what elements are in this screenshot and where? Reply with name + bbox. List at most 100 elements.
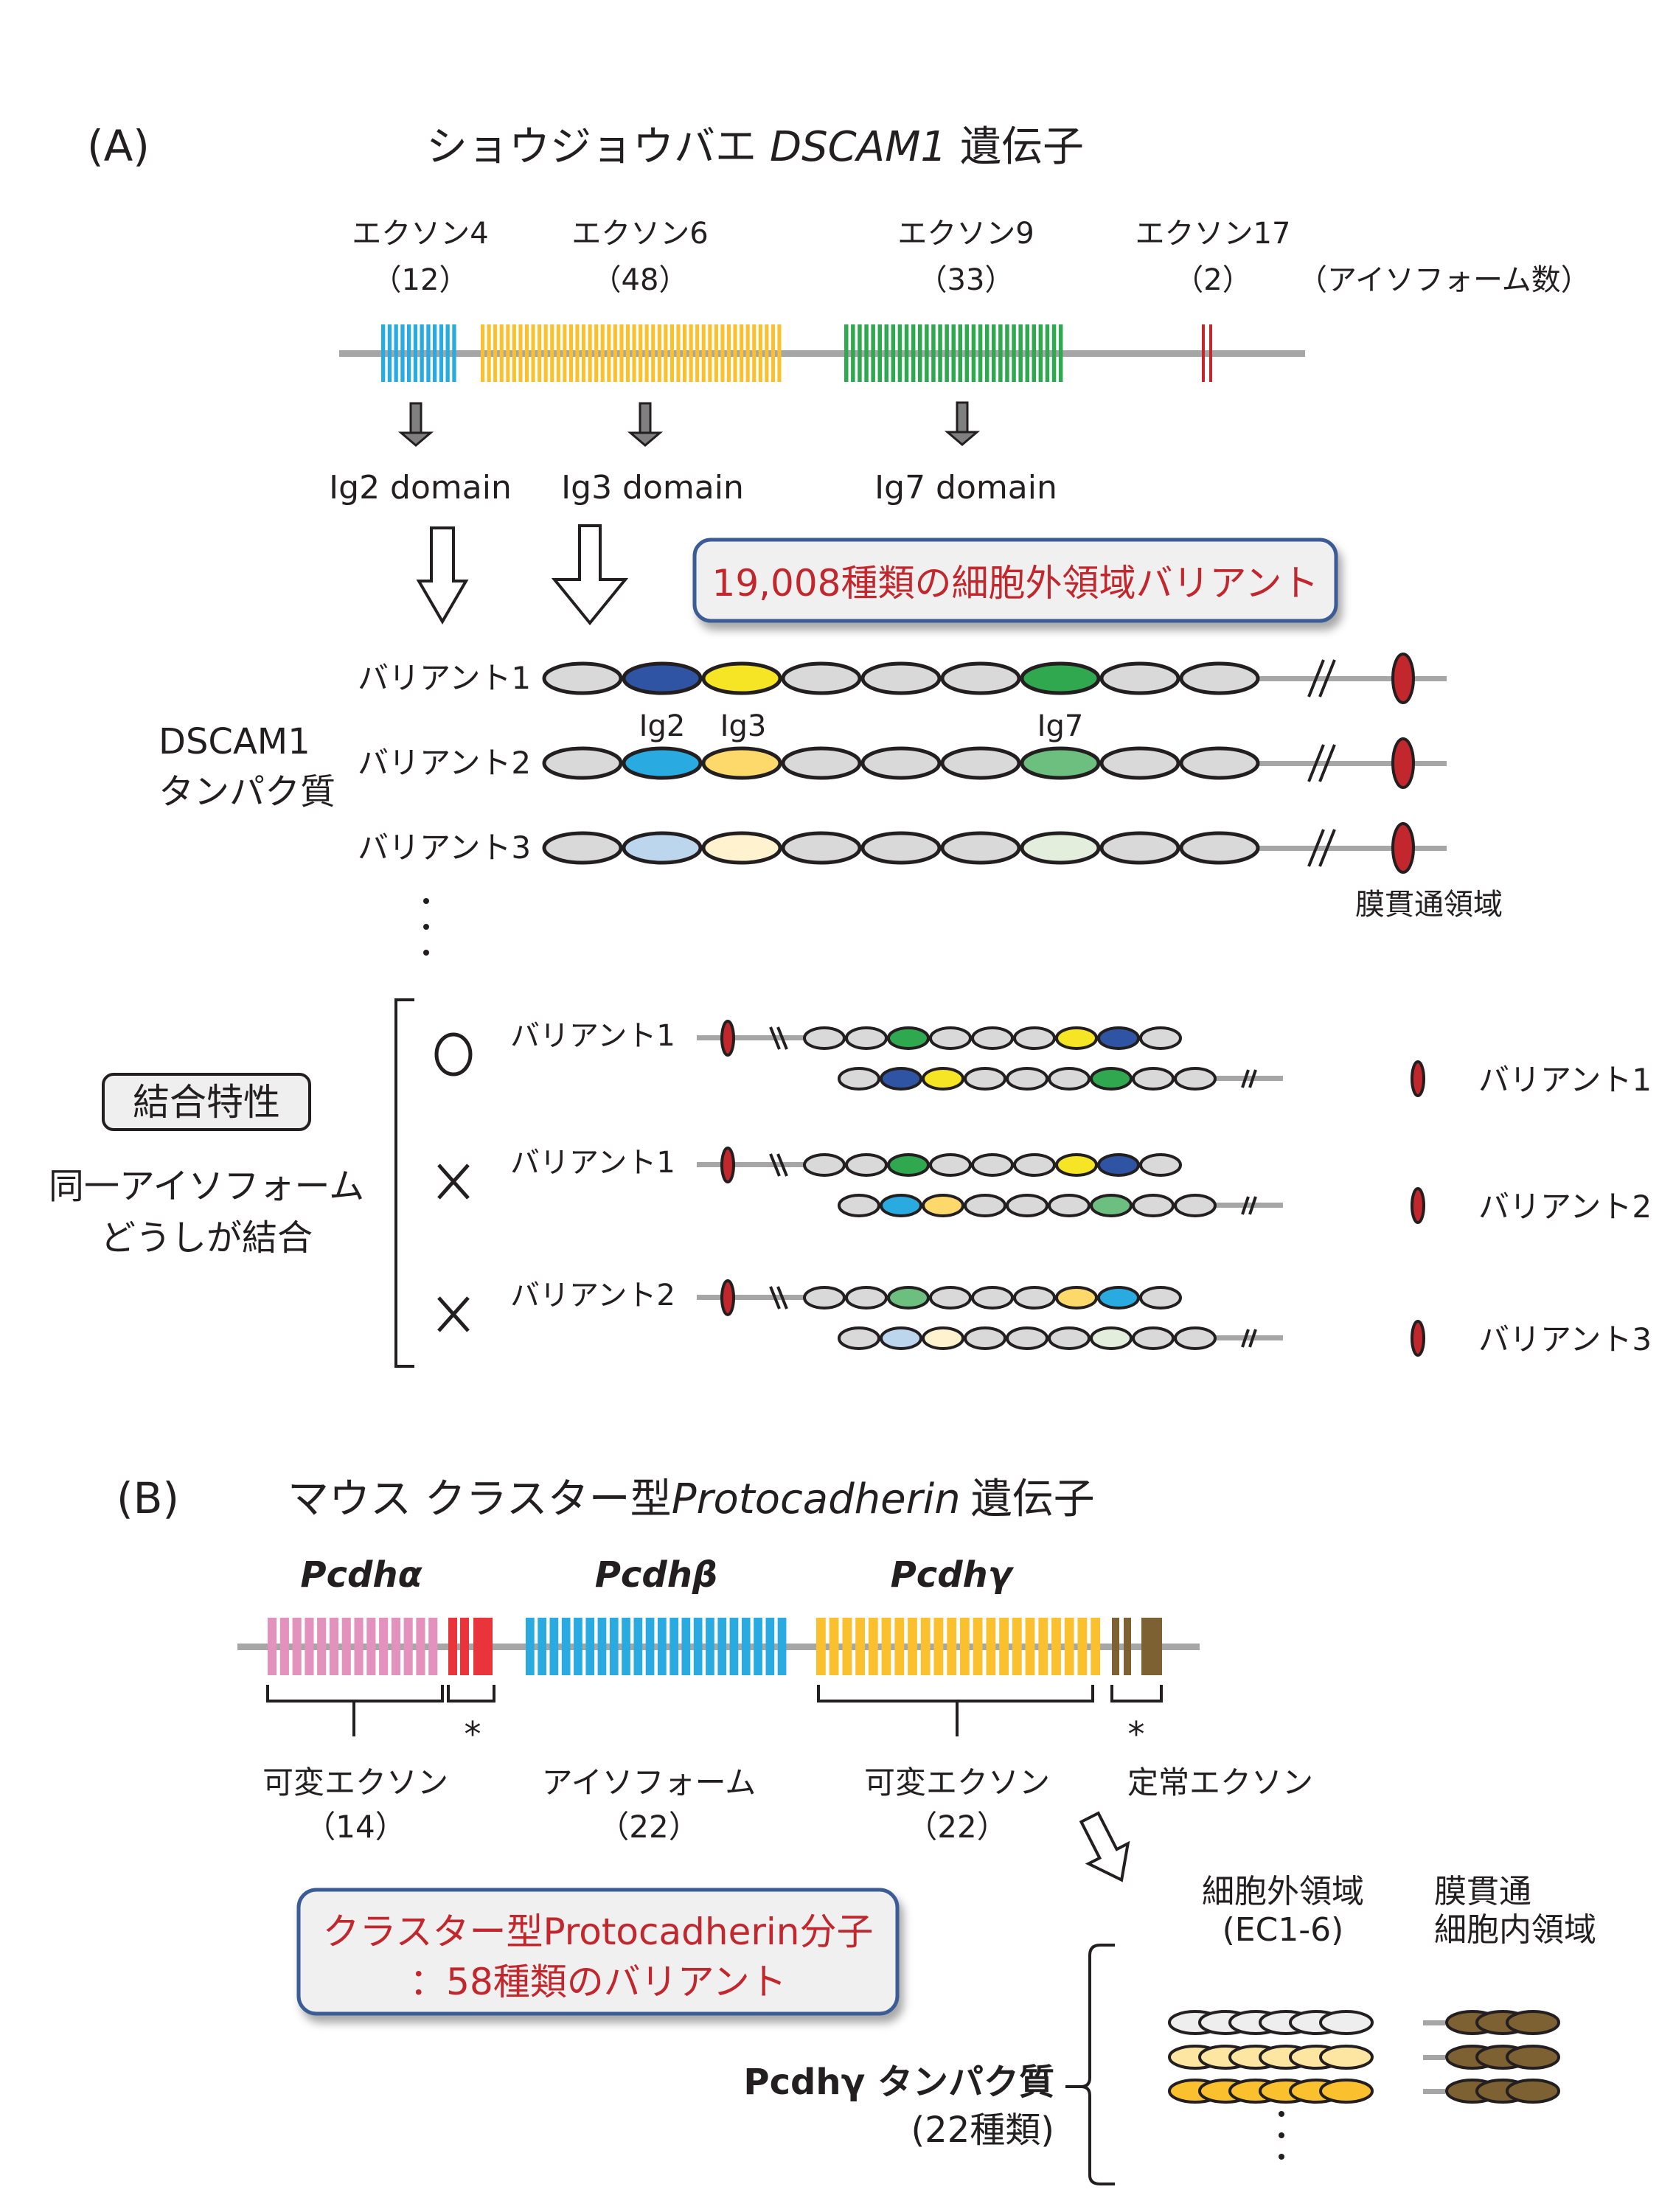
ec-domain — [1319, 2010, 1374, 2035]
no-bind-cross-icon — [437, 1296, 470, 1332]
exon-stripe — [597, 1618, 607, 1675]
exon-stripe — [574, 1618, 582, 1675]
dscam1-gene-line — [339, 350, 1305, 357]
exon-stripe — [292, 1618, 302, 1675]
ig-domain — [781, 831, 862, 865]
ig-domain — [542, 831, 623, 865]
exon-stripe — [563, 324, 567, 382]
exon-stripe — [400, 324, 405, 382]
gamma-variable-exons — [816, 1618, 1101, 1675]
exon-stripe — [1018, 324, 1023, 382]
exon-stripe — [1058, 324, 1063, 382]
exon-stripe — [765, 324, 769, 382]
exon-cluster — [1202, 324, 1212, 382]
break-mark-icon — [769, 1286, 781, 1310]
exon-stripe — [305, 1618, 314, 1675]
exon4-count: （12） — [372, 263, 469, 297]
pcdh-beta-label: Pcdhβ — [595, 1554, 718, 1596]
ig-domain — [803, 1026, 846, 1050]
title-suffix: 遺伝子 — [960, 123, 1084, 171]
exon-stripe — [556, 324, 560, 382]
callout-line-2: ：58種類のバリアント — [409, 1961, 787, 2003]
exon-stripe — [1051, 1618, 1061, 1675]
ig-domain — [838, 1194, 880, 1217]
exon-stripe — [669, 1618, 678, 1675]
exon-stripe — [561, 1618, 571, 1675]
exon-cluster — [381, 324, 456, 382]
exon-stripe — [1012, 324, 1016, 382]
break-mark-icon — [1307, 744, 1325, 782]
exon-stripe — [1025, 1618, 1035, 1675]
title-prefix: マウス クラスター型 — [288, 1475, 672, 1523]
exon-stripe — [585, 1618, 595, 1675]
ig-domain — [701, 831, 782, 865]
ig-domain — [1006, 1194, 1048, 1217]
break-mark-icon — [769, 1153, 781, 1177]
binds-circle-icon — [434, 1032, 473, 1077]
exon-stripe — [1091, 1618, 1101, 1675]
exon9-count: （33） — [918, 263, 1015, 297]
exon-stripe — [877, 324, 882, 382]
binding-bracket — [394, 998, 414, 1368]
exon-stripe — [851, 324, 855, 382]
exon-stripe — [317, 1618, 327, 1675]
exon-stripe — [681, 1618, 691, 1675]
big-arrow-down-icon — [416, 526, 469, 625]
exon-stripe — [765, 1618, 775, 1675]
break-mark-icon — [776, 1153, 788, 1177]
exon-stripe — [1005, 324, 1009, 382]
exon-stripe — [391, 1618, 400, 1675]
transmembrane-domain — [1411, 1187, 1425, 1224]
ig-domain — [1097, 1026, 1140, 1050]
pair-left-label: バリアント2 — [510, 1279, 675, 1312]
pair-right-label: バリアント2 — [1478, 1189, 1652, 1225]
variant-row: バリアント2 — [358, 737, 1447, 789]
ec-label-1: 細胞外領域 — [1202, 1873, 1364, 1910]
ig-domain — [622, 746, 703, 780]
exon-stripe — [676, 324, 681, 382]
tm-region-label: 膜貫通領域 — [1355, 888, 1503, 922]
exon-stripe — [777, 1618, 787, 1675]
protein-tail-line — [1253, 761, 1447, 766]
pcdh-gamma-label: Pcdhγ — [891, 1554, 1015, 1596]
exon-stripe — [538, 324, 542, 382]
exon-stripe — [1124, 1618, 1131, 1675]
exon-stripe — [1045, 324, 1050, 382]
exon-stripe — [695, 324, 700, 382]
exon-stripe — [881, 1618, 891, 1675]
alpha-constant-exons — [448, 1618, 493, 1675]
exon-stripe — [947, 1618, 957, 1675]
pcdh-gamma-count-label: (22種類) — [911, 2110, 1054, 2151]
exon-stripe — [689, 324, 693, 382]
ig-domain — [971, 1286, 1014, 1310]
title-prefix: ショウジョウバエ — [426, 123, 757, 171]
tm-cyto-label-1: 膜貫通 — [1434, 1873, 1531, 1910]
ig-domain — [940, 746, 1021, 780]
exon-stripe — [745, 324, 750, 382]
panel-b-label: (B) — [116, 1473, 179, 1523]
exon-stripe — [986, 1618, 996, 1675]
exon-stripe — [499, 324, 504, 382]
ec-domain — [1319, 2045, 1374, 2070]
exon6-label: エクソン6 — [571, 217, 708, 251]
transmembrane-domain — [720, 1147, 735, 1183]
transmembrane-domain — [1391, 822, 1415, 874]
exon-stripe — [758, 324, 762, 382]
ig-domain — [622, 661, 703, 695]
exon-stripe — [664, 324, 668, 382]
ec-domain — [1319, 2079, 1374, 2104]
exon-stripe — [729, 1618, 739, 1675]
binding-desc-1: 同一アイソフォーム — [49, 1166, 364, 1207]
pcdh-variant-callout: クラスター型Protocadherin分子 ：58種類のバリアント — [296, 1888, 900, 2016]
ig2-label: Ig2 — [639, 709, 686, 743]
ig-domain — [971, 1153, 1014, 1177]
ellipsis-dots — [1279, 2111, 1284, 2160]
break-mark-icon — [776, 1026, 788, 1050]
ig-domain — [701, 661, 782, 695]
ig-domain — [838, 1067, 880, 1091]
break-mark-icon — [1307, 829, 1325, 867]
exon-stripe — [925, 324, 929, 382]
exon-stripe — [717, 1618, 727, 1675]
exon-stripe — [978, 324, 983, 382]
